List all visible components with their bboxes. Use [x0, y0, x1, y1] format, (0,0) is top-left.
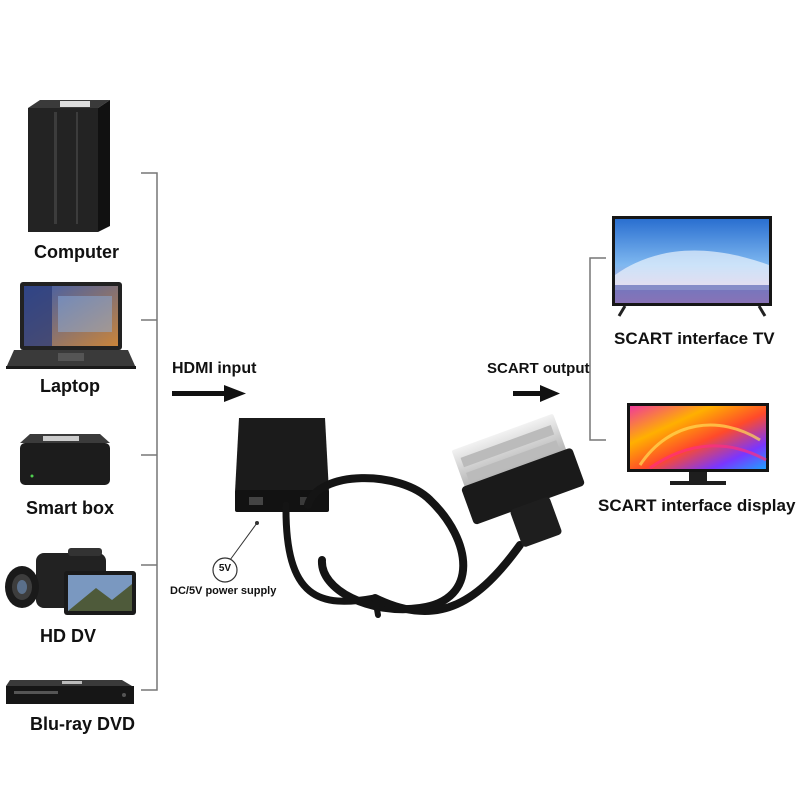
hdmi-input-arrow [172, 385, 246, 402]
power-indicator [212, 521, 259, 583]
power-badge: 5V [218, 563, 232, 574]
hdmi-input-label: HDMI input [172, 360, 257, 377]
output-bracket [589, 257, 606, 441]
scart-output-arrow [513, 385, 560, 402]
adapter-cables [282, 474, 524, 618]
tv-box-icon [20, 434, 110, 485]
tv-icon [612, 216, 772, 317]
bluray-player-icon [6, 680, 134, 704]
source-label-hd-dv: HD DV [40, 626, 97, 646]
source-bracket [141, 172, 158, 691]
desktop-tower-icon [28, 100, 110, 232]
output-label-display: SCART interface display [598, 496, 796, 515]
source-label-smart-box: Smart box [26, 498, 115, 518]
monitor-icon [627, 403, 769, 485]
scart-plug [452, 414, 585, 547]
output-label-tv: SCART interface TV [614, 329, 775, 348]
source-label-bluray: Blu-ray DVD [30, 714, 136, 734]
scart-output-label: SCART output [487, 360, 590, 377]
camcorder-icon [5, 548, 136, 615]
laptop-icon [6, 282, 136, 369]
source-label-laptop: Laptop [40, 376, 100, 396]
source-label-computer: Computer [34, 242, 119, 262]
power-supply-label: DC/5V power supply [170, 585, 277, 597]
